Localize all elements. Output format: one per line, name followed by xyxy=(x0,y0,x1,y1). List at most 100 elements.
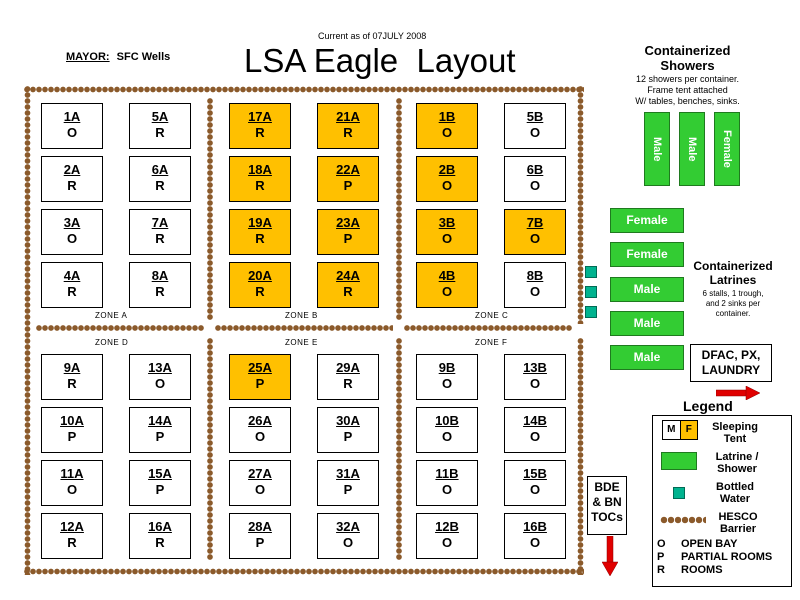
latrine-container-4: Male xyxy=(610,311,684,336)
dfac-line1: DFAC, PX, xyxy=(701,348,761,362)
tent-id: 4A xyxy=(63,268,81,283)
tent-id: 1A xyxy=(63,109,81,124)
tent-type: R xyxy=(67,284,77,299)
tent-type: O xyxy=(66,482,78,497)
tent-id: 6B xyxy=(526,162,544,177)
latrine-container-1: Female xyxy=(610,208,684,233)
latrine-container-1-label: Female xyxy=(626,213,668,227)
latrine-container-3-label: Male xyxy=(633,282,661,296)
latrine-container-5-label: Male xyxy=(633,350,661,364)
tent-id: 7A xyxy=(151,215,169,230)
tent-type: O xyxy=(529,429,541,444)
tent-type: O xyxy=(441,231,453,246)
showers-title-line1: Containerized xyxy=(644,43,731,58)
tent-id: 22A xyxy=(336,162,360,177)
barrier-right-lower xyxy=(577,338,584,575)
latrines-desc-line1: 6 stalls, 1 trough, xyxy=(702,289,764,298)
legend-latrine-1: Latrine / xyxy=(715,451,759,463)
barrier-de-lower xyxy=(207,338,213,560)
tent-id: 14B xyxy=(523,413,547,428)
tent-id: 2A xyxy=(63,162,81,177)
showers-desc-line2: Frame tent attached xyxy=(647,85,728,95)
legend-sleeping-1: Sleeping xyxy=(712,421,758,433)
legend-tent-filled: F xyxy=(680,421,697,439)
legend-code-text: ROOMS xyxy=(681,564,723,576)
tent-type: R xyxy=(67,535,77,550)
tent-id: 28A xyxy=(248,519,272,534)
tent-type: O xyxy=(529,482,541,497)
tent-type: P xyxy=(343,482,353,497)
tent-type: O xyxy=(441,178,453,193)
tent-id: 19A xyxy=(248,215,272,230)
tent-id: 21A xyxy=(336,109,360,124)
shower-container-1: Male xyxy=(644,112,670,186)
tent-type: O xyxy=(529,535,541,550)
tent-type: P xyxy=(155,482,165,497)
tent-type: O xyxy=(529,376,541,391)
legend-code-row: P PARTIAL ROOMS xyxy=(657,551,772,564)
legend-latrine-label: Latrine / Shower xyxy=(705,451,769,475)
legend-code-text: OPEN BAY xyxy=(681,538,738,550)
latrine-container-5: Male xyxy=(610,345,684,370)
zone-label-d: ZONE D xyxy=(95,338,129,347)
tent-id: 9B xyxy=(438,360,456,375)
mayor-info: MAYOR: SFC Wells xyxy=(66,51,170,63)
tent-type: O xyxy=(441,284,453,299)
tent-type: R xyxy=(155,231,165,246)
tent-id: 10A xyxy=(60,413,84,428)
tent-type: P xyxy=(155,429,165,444)
latrines-desc-line2: and 2 sinks per xyxy=(705,299,761,308)
dfac-box: DFAC, PX, LAUNDRY xyxy=(690,344,772,382)
bde-arrow-icon xyxy=(602,536,618,576)
barrier-right-upper xyxy=(577,86,584,324)
bottled-water-1 xyxy=(585,266,597,278)
tent-type: R xyxy=(343,376,353,391)
tent-type: O xyxy=(441,535,453,550)
legend-code: P xyxy=(657,551,665,563)
tent-type: O xyxy=(254,429,266,444)
zone-label-b: ZONE B xyxy=(285,311,318,320)
tent-type: P xyxy=(67,429,77,444)
tent-id: 10B xyxy=(435,413,459,428)
zone-label-f: ZONE F xyxy=(475,338,508,347)
legend-code: O xyxy=(657,538,666,550)
latrines-description: 6 stalls, 1 trough, and 2 sinks per cont… xyxy=(690,289,776,319)
tent-type: O xyxy=(441,376,453,391)
tent-id: 2B xyxy=(438,162,456,177)
legend-water-1: Bottled xyxy=(716,481,754,493)
legend-code-text: PARTIAL ROOMS xyxy=(681,551,773,563)
tent-type: P xyxy=(255,376,265,391)
tent-type: R xyxy=(67,376,77,391)
tent-id: 32A xyxy=(336,519,360,534)
bde-toc-box: BDE & BN TOCs xyxy=(587,476,627,535)
showers-title-line2: Showers xyxy=(660,58,715,73)
tent-type: R xyxy=(155,125,165,140)
tent-type: O xyxy=(529,178,541,193)
tent-id: 9A xyxy=(63,360,81,375)
tent-id: 8A xyxy=(151,268,169,283)
latrines-title-line2: Latrines xyxy=(709,273,757,287)
tent-id: 4B xyxy=(438,268,456,283)
tent-id: 17A xyxy=(248,109,272,124)
legend-box xyxy=(652,415,792,587)
